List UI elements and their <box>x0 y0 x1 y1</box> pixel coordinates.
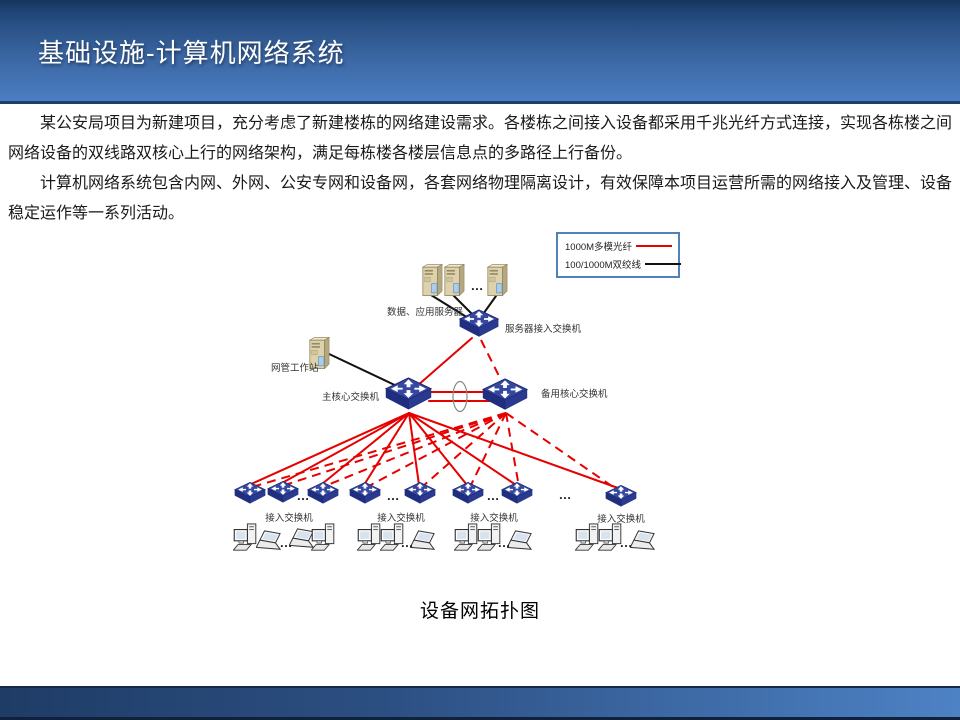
desktop-pc-icon <box>380 523 404 551</box>
legend-fiber-label: 1000M多模光纤 <box>565 242 633 254</box>
diagram-legend: 1000M多模光纤 100/1000M双绞线 <box>556 232 682 278</box>
laptop-icon <box>256 530 281 550</box>
terminal-group-4 <box>575 523 655 551</box>
paragraph-2: 计算机网络系统包含内网、外网、公安专网和设备网，各套网络物理隔离设计，有效保障本… <box>8 175 953 222</box>
legend-fiber-line-swatch <box>636 245 673 248</box>
server-icon <box>422 263 443 297</box>
ellipsis: … <box>297 488 310 503</box>
terminal-group-2 <box>357 523 435 551</box>
backup-core-switch-label: 备用核心交换机 <box>541 388 608 400</box>
laptop-icon <box>630 530 655 550</box>
access-switch-label: 接入交换机 <box>470 512 518 524</box>
desktop-pc-icon <box>311 523 335 551</box>
terminal-group-3 <box>454 523 532 551</box>
backup-core-fiber-fan <box>251 339 617 490</box>
diagram-caption: 设备网拓扑图 <box>419 601 540 622</box>
laptop-icon <box>507 530 532 550</box>
legend-cable-line-swatch <box>645 262 682 265</box>
access-switch-label: 接入交换机 <box>377 512 425 524</box>
desktop-pc-icon <box>477 523 501 551</box>
access-switch-label: 接入交换机 <box>265 512 313 524</box>
access-switch-icon <box>267 480 299 503</box>
paragraph-1: 某公安局项目为新建项目，充分考虑了新建楼栋的网络建设需求。各楼栋之间接入设备都采… <box>8 115 953 162</box>
access-switch-icon <box>452 481 484 504</box>
server-icon <box>487 263 508 297</box>
link-aggregation-ellipse <box>452 380 468 413</box>
access-switch-icon <box>307 481 339 504</box>
desktop-pc-icon <box>598 523 622 551</box>
ellipsis: … <box>401 535 414 550</box>
access-switch-label: 接入交换机 <box>597 513 645 525</box>
mgmt-station-label: 网管工作站 <box>271 362 319 374</box>
slide-title: 基础设施-计算机网络系统 <box>38 38 345 68</box>
server-access-switch-icon <box>459 309 499 337</box>
main-core-switch-icon <box>385 377 432 410</box>
access-switch-icon <box>349 481 381 504</box>
ellipsis: … <box>280 535 293 550</box>
ellipsis: … <box>387 488 400 503</box>
mgmt-link-line <box>326 352 402 389</box>
desktop-pc-icon <box>454 523 478 551</box>
servers-label: 数据、应用服务器 <box>387 306 464 318</box>
fiber-access-to-main <box>416 337 473 387</box>
backup-core-switch-icon <box>482 378 528 410</box>
slide-header: 基础设施-计算机网络系统 <box>0 0 960 104</box>
ellipsis: … <box>620 535 633 550</box>
ellipsis: … <box>559 487 572 502</box>
access-switch-icon <box>605 484 637 507</box>
desktop-pc-icon <box>357 523 381 551</box>
laptop-icon <box>410 530 435 550</box>
legend-row-cable: 100/1000M双绞线 <box>565 257 682 271</box>
laptop-icon <box>289 528 314 548</box>
fiber-access-to-backup <box>480 339 503 383</box>
body-text: 某公安局项目为新建项目，充分考虑了新建楼栋的网络建设需求。各楼栋之间接入设备都采… <box>8 109 952 229</box>
main-core-switch-label: 主核心交换机 <box>322 391 380 403</box>
server-icon <box>444 263 465 297</box>
legend-cable-label: 100/1000M双绞线 <box>565 259 642 271</box>
ellipsis: … <box>487 488 500 503</box>
desktop-pc-icon <box>233 523 257 551</box>
access-switch-icon <box>501 481 533 504</box>
slide-footer <box>0 686 960 720</box>
ellipsis: … <box>498 535 511 550</box>
main-core-fiber-fan <box>248 337 619 489</box>
legend-row-fiber: 1000M多模光纤 <box>565 239 673 254</box>
desktop-pc-icon <box>575 523 599 551</box>
ellipsis: … <box>471 278 484 293</box>
access-switch-icon <box>404 481 436 504</box>
server-access-switch-label: 服务器接入交换机 <box>505 323 582 335</box>
